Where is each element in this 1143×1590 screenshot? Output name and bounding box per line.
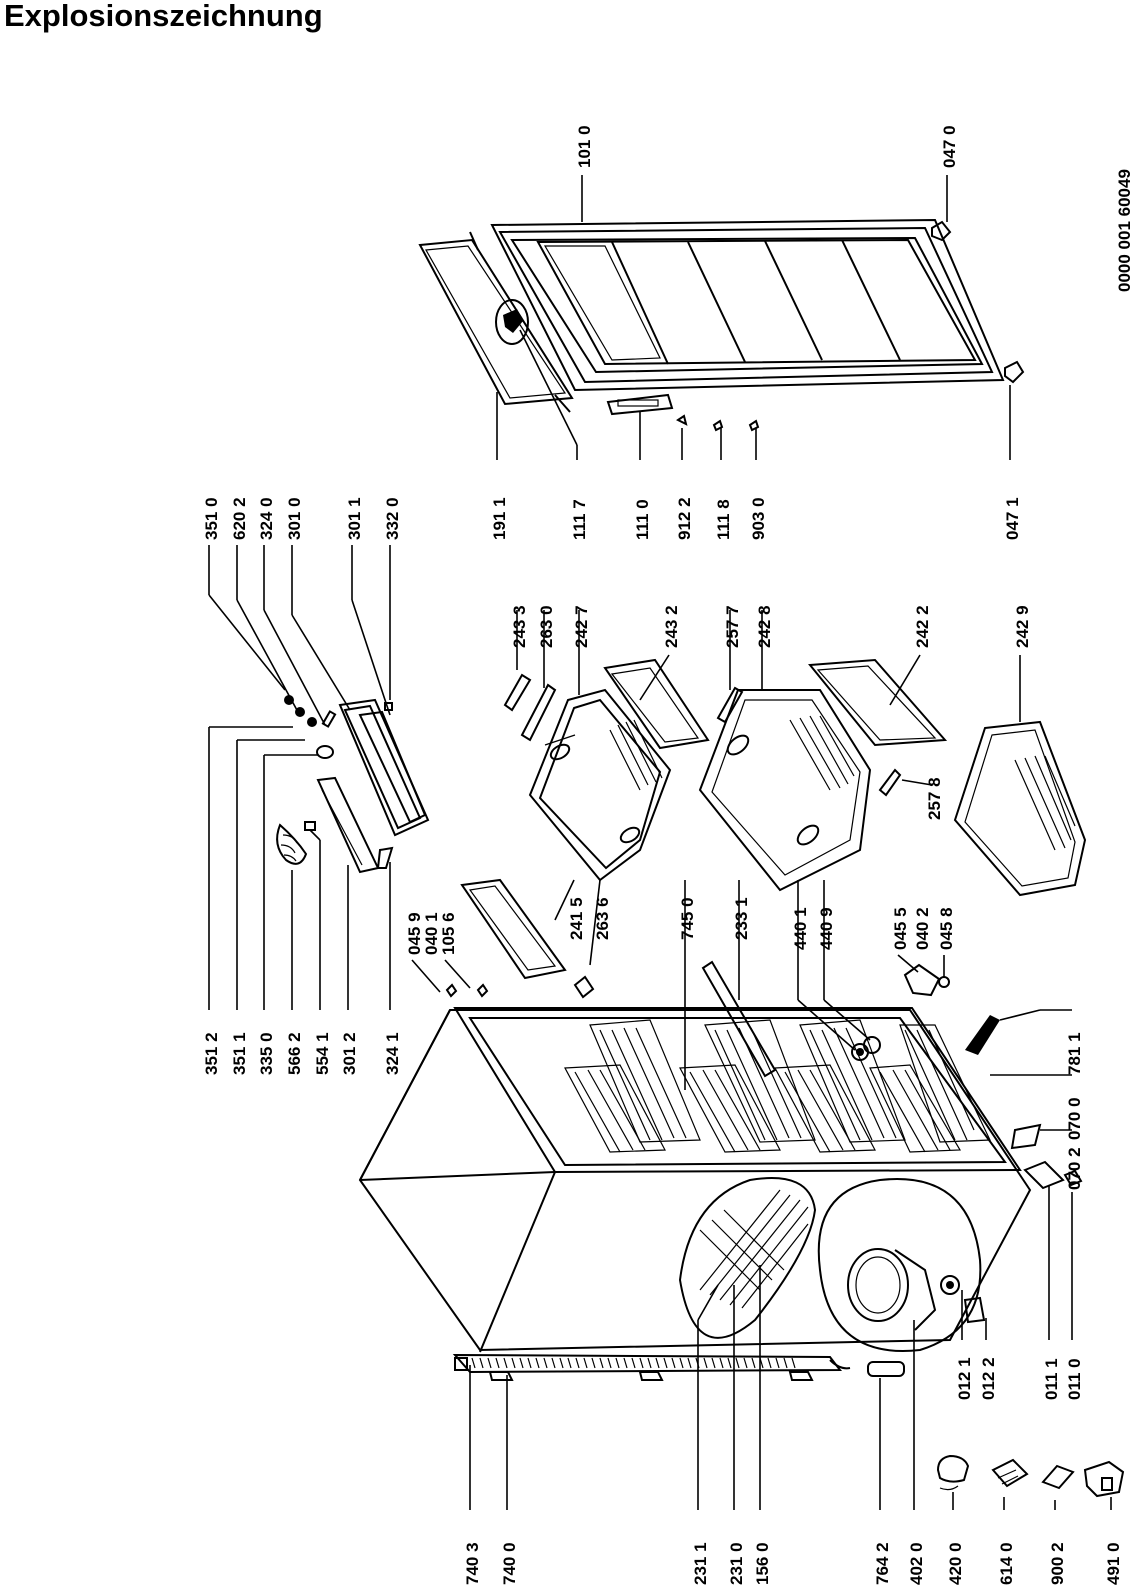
callout-label: 243 3 [510, 605, 529, 648]
callout-label: 740 0 [500, 1542, 519, 1585]
callout-label: 614 0 [997, 1542, 1016, 1585]
callout-label: 491 0 [1104, 1542, 1123, 1585]
callout-label: 554 1 [313, 1032, 332, 1075]
callout-label: 301 2 [340, 1032, 359, 1075]
callout-label: 332 0 [383, 497, 402, 540]
callout-label: 620 2 [230, 497, 249, 540]
callout-label: 111 0 [633, 499, 652, 540]
callout-label: 242 8 [755, 605, 774, 648]
callout-label: 351 1 [230, 1032, 249, 1075]
callout-label: 745 0 [678, 897, 697, 940]
callout-label: 781 1 [1065, 1032, 1084, 1075]
callout-label: 191 1 [490, 497, 509, 540]
callout-label: 263 6 [593, 897, 612, 940]
callout-label: 900 2 [1048, 1542, 1067, 1585]
callout-label: 111 7 [570, 499, 589, 540]
callout-label: 105 6 [439, 912, 458, 955]
thermostat-parts [276, 695, 430, 874]
callout-label: 011 0 [1065, 1358, 1084, 1400]
callout-label: 011 1 [1042, 1358, 1061, 1400]
callout-label: 301 1 [345, 497, 364, 540]
callout-label: 242 7 [572, 605, 591, 648]
callout-label: 566 2 [285, 1032, 304, 1075]
accessory-parts [936, 1454, 1125, 1498]
callout-label: 040 1 [422, 912, 441, 955]
callout-label: 231 0 [727, 1542, 746, 1585]
callout-label: 156 0 [753, 1542, 772, 1585]
callout-label: 351 2 [202, 1032, 221, 1075]
callout-labels: 351 2 351 1 335 0 566 2 554 1 301 2 324 … [202, 125, 1134, 1585]
callout-label: 263 0 [537, 605, 556, 648]
callout-label: 257 8 [925, 777, 944, 820]
callout-label: 402 0 [907, 1542, 926, 1585]
callout-label: 335 0 [257, 1032, 276, 1075]
callout-label: 324 1 [383, 1032, 402, 1075]
callout-label: 047 0 [940, 125, 959, 168]
callout-label: 047 1 [1003, 497, 1022, 540]
callout-label: 740 3 [463, 1542, 482, 1585]
leader-lines [208, 175, 1112, 1510]
callout-label: 301 0 [285, 497, 304, 540]
callout-label: 324 0 [257, 497, 276, 540]
callout-label: 420 0 [946, 1542, 965, 1585]
callout-label: 231 1 [691, 1542, 710, 1585]
callout-label: 012 1 [955, 1357, 974, 1400]
callout-label: 912 2 [675, 497, 694, 540]
document-number: 0000 001 60049 [1115, 169, 1134, 292]
callout-label: 070 0 [1065, 1097, 1084, 1140]
callout-label: 045 5 [891, 907, 910, 950]
cabinet-body [358, 960, 1083, 1381]
door-assembly [418, 218, 1025, 432]
callout-label: 111 8 [714, 499, 733, 540]
callout-label: 233 1 [732, 897, 751, 940]
callout-label: 012 2 [979, 1357, 998, 1400]
callout-label: 903 0 [749, 497, 768, 540]
callout-label: 045 8 [937, 907, 956, 950]
callout-label: 764 2 [873, 1542, 892, 1585]
drawers [445, 658, 1087, 999]
callout-label: 242 9 [1013, 605, 1032, 648]
callout-label: 241 5 [567, 897, 586, 940]
callout-label: 257 7 [723, 605, 742, 648]
callout-label: 440 1 [791, 907, 810, 950]
callout-label: 040 2 [913, 907, 932, 950]
callout-label: 101 0 [575, 125, 594, 168]
callout-label: 045 9 [405, 912, 424, 955]
page-title: Explosionszeichnung [4, 0, 323, 33]
callout-label: 351 0 [202, 497, 221, 540]
callout-label: 440 9 [817, 907, 836, 950]
callout-label: 242 2 [913, 605, 932, 648]
callout-label: 243 2 [662, 605, 681, 648]
